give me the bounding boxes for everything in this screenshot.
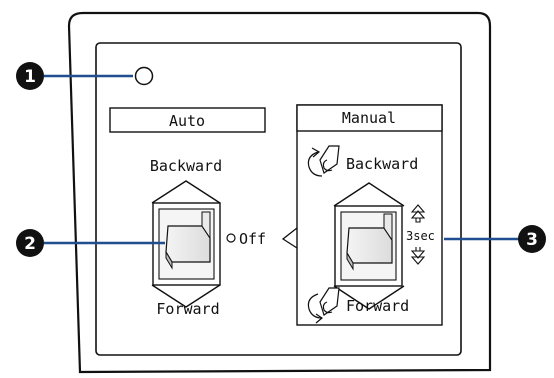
auto-toggle-switch-icon[interactable] <box>152 202 221 286</box>
off-indicator-icon <box>226 233 236 243</box>
auto-backward-label: Backward <box>150 157 222 175</box>
double-arrow-down-icon <box>410 247 426 265</box>
auto-down-pointer-icon <box>151 284 221 308</box>
double-arrow-up-icon <box>410 204 426 223</box>
auto-forward-label: Forward <box>156 300 219 318</box>
manual-title: Manual <box>342 109 396 127</box>
auto-up-pointer-icon <box>151 180 221 204</box>
indicator-lamp-icon <box>134 66 154 86</box>
rotate-forward-icon <box>307 287 340 324</box>
manual-down-pointer-icon <box>333 285 405 310</box>
auto-title: Auto <box>169 112 205 130</box>
callout-2-number: 2 <box>24 234 36 254</box>
manual-backward-label: Backward <box>346 155 418 173</box>
auto-title-box <box>109 107 266 133</box>
callout-3-badge <box>518 225 546 253</box>
manual-forward-label: Forward <box>346 297 409 315</box>
callout-3-number: 3 <box>526 230 538 250</box>
callout-2-badge <box>16 229 44 257</box>
off-pointer-icon <box>281 227 298 249</box>
manual-up-pointer-icon <box>333 182 405 207</box>
callout-1-number: 1 <box>24 67 36 87</box>
off-label: Off <box>239 230 266 248</box>
hold-time-label: 3sec <box>406 229 435 243</box>
rotate-backward-icon <box>307 145 340 177</box>
callout-1-badge <box>16 62 44 90</box>
manual-title-box <box>296 104 443 132</box>
manual-toggle-switch-icon[interactable] <box>334 205 403 287</box>
